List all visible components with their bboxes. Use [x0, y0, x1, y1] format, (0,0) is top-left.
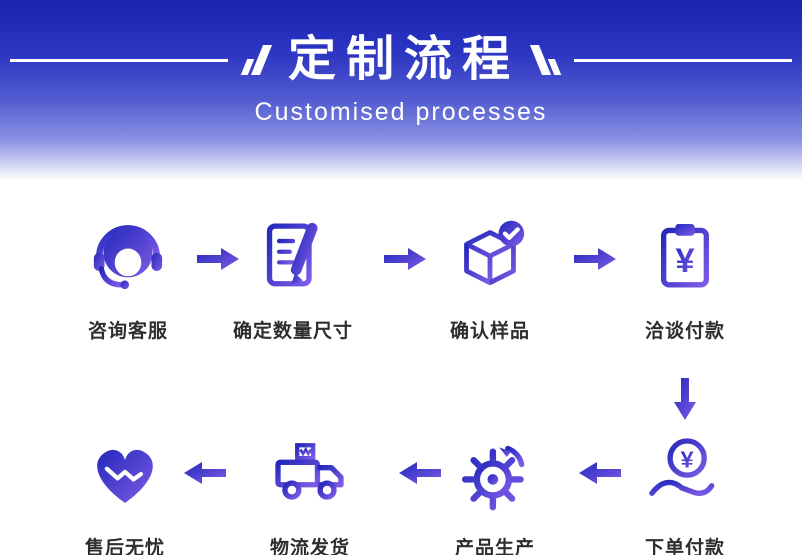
header-banner: 定制流程 Customised processes: [0, 0, 802, 180]
step-label: 洽谈付款: [644, 321, 725, 342]
step-label: 售后无忧: [84, 538, 165, 555]
step-confirm-sample: 确认样品: [410, 208, 570, 343]
step-logistics: 物流发货: [230, 425, 390, 555]
title-decor-right-icon: [529, 45, 562, 75]
step-label: 确定数量尺寸: [232, 321, 353, 342]
page-subtitle: Customised processes: [254, 98, 548, 126]
step-order-payment: ¥ 下单付款: [605, 425, 765, 555]
arrow-right-icon: [574, 246, 616, 272]
step-quantity-size: 确定数量尺寸: [213, 208, 373, 343]
arrow-left-icon: [184, 460, 226, 486]
gear-arrow-icon: [447, 425, 543, 521]
box-check-icon: [442, 208, 538, 304]
arrow-right-icon: [384, 246, 426, 272]
step-label: 物流发货: [269, 538, 350, 555]
svg-text:¥: ¥: [676, 242, 695, 280]
page-title: 定制流程: [288, 33, 521, 86]
arrow-left-icon: [579, 460, 621, 486]
arrow-down-icon: [672, 378, 698, 420]
step-label: 产品生产: [454, 538, 535, 555]
step-label: 咨询客服: [87, 321, 168, 342]
header-divider-left: [10, 58, 228, 62]
step-after-sales: 售后无忧: [45, 425, 205, 555]
step-production: 产品生产: [415, 425, 575, 555]
title-decor-left-icon: [240, 45, 273, 75]
document-pencil-icon: [245, 208, 341, 304]
delivery-truck-icon: [262, 425, 358, 521]
handshake-heart-icon: [77, 425, 173, 521]
arrow-right-icon: [197, 246, 239, 272]
step-label: 确认样品: [449, 321, 530, 342]
step-negotiate-payment: ¥ 洽谈付款: [605, 208, 765, 343]
header-divider-right: [574, 58, 793, 62]
hand-yuan-icon: ¥: [637, 425, 733, 521]
headset-agent-icon: [80, 208, 176, 304]
arrow-left-icon: [399, 460, 441, 486]
svg-text:¥: ¥: [681, 447, 694, 473]
step-label: 下单付款: [644, 538, 725, 555]
step-consult: 咨询客服: [48, 208, 208, 343]
clipboard-yuan-icon: ¥: [637, 208, 733, 304]
title-row: 定制流程: [0, 36, 802, 84]
